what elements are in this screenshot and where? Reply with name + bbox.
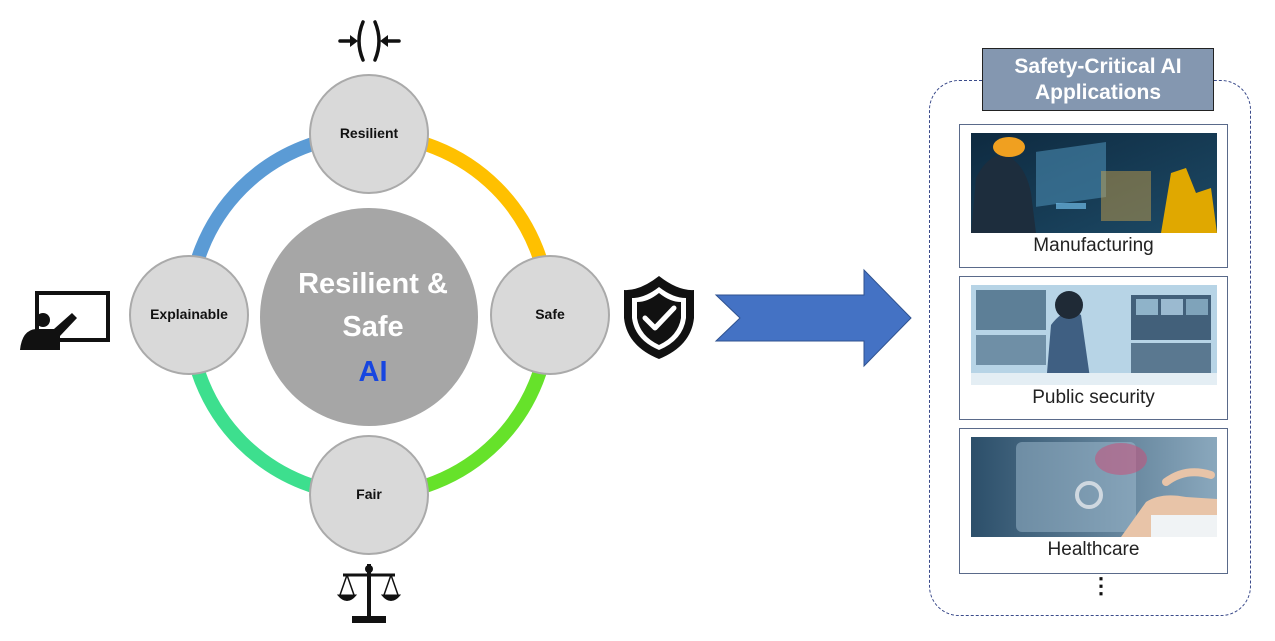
app-label-manufacturing: Manufacturing bbox=[1033, 235, 1154, 256]
manufacturing-photo bbox=[971, 133, 1217, 233]
app-card-public-security: Public security bbox=[959, 276, 1228, 420]
node-resilient: Resilient bbox=[309, 74, 429, 194]
app-label-healthcare: Healthcare bbox=[1047, 539, 1140, 560]
app-card-healthcare: Healthcare bbox=[959, 428, 1228, 574]
node-explainable: Explainable bbox=[129, 255, 249, 375]
center-title-line2: Safe bbox=[342, 311, 403, 343]
security-monitoring-photo bbox=[971, 285, 1217, 385]
node-fair: Fair bbox=[309, 435, 429, 555]
node-explainable-label: Explainable bbox=[150, 306, 228, 322]
node-resilient-label: Resilient bbox=[340, 125, 399, 141]
node-safe: Safe bbox=[490, 255, 610, 375]
app-label-public-security: Public security bbox=[1032, 387, 1155, 408]
node-safe-label: Safe bbox=[535, 306, 565, 322]
center-title-line1: Resilient & bbox=[298, 268, 448, 300]
app-card-manufacturing: Manufacturing bbox=[959, 124, 1228, 268]
right-arrow-icon bbox=[714, 268, 912, 368]
applications-title: Safety-Critical AI Applications bbox=[982, 48, 1214, 111]
scales-icon bbox=[336, 564, 402, 623]
healthcare-ai-photo bbox=[971, 437, 1217, 537]
presentation-icon bbox=[20, 291, 110, 350]
center-circle bbox=[260, 208, 478, 426]
shield-check-icon bbox=[624, 276, 694, 359]
compress-arrows-icon bbox=[338, 20, 401, 62]
node-fair-label: Fair bbox=[356, 486, 382, 502]
center-title-line3: AI bbox=[359, 356, 388, 388]
more-applications-indicator: ⋮ bbox=[1090, 573, 1112, 598]
